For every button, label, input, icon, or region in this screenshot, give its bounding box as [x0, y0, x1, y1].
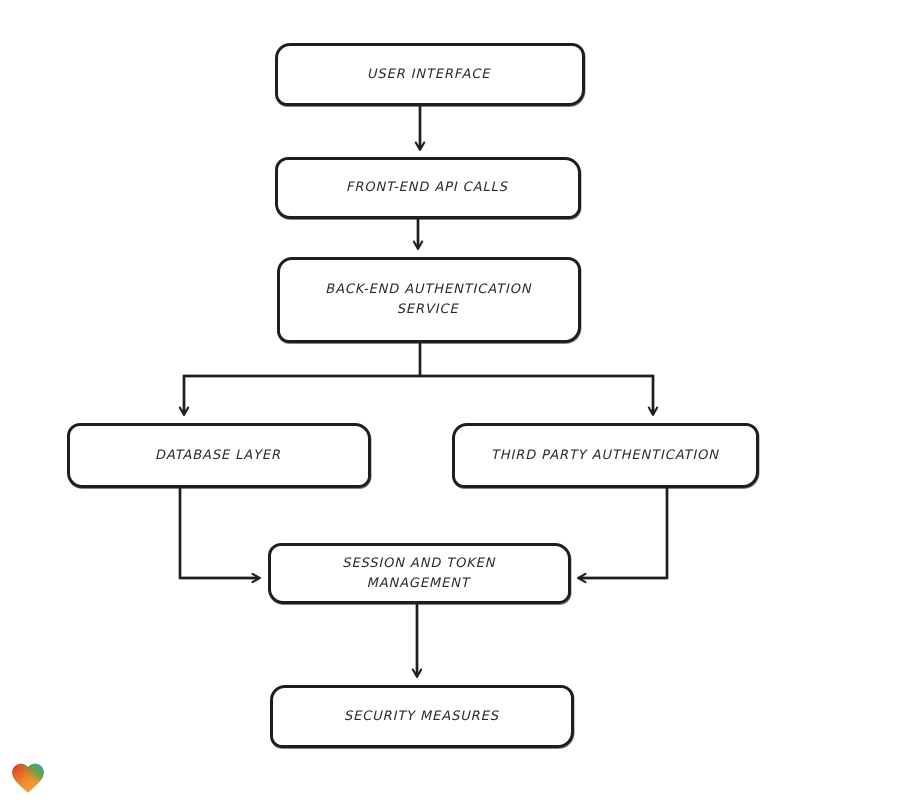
node-user-interface: USER INTERFACE [275, 43, 585, 106]
node-security-measures: SECURITY MEASURES [270, 685, 574, 748]
node-label: USER INTERFACE [368, 66, 492, 82]
heart-logo-icon [9, 759, 47, 797]
node-database-layer: DATABASE LAYER [67, 423, 371, 488]
node-label: SECURITY MEASURES [344, 708, 500, 724]
node-third-party-authentication: THIRD PARTY AUTHENTICATION [452, 423, 759, 488]
edge-thirdparty-to-session [577, 487, 669, 584]
edge-database-to-session [178, 487, 261, 584]
node-front-end-api-calls: FRONT-END API CALLS [275, 157, 581, 219]
node-back-end-authentication-service: BACK-END AUTHENTICATION SERVICE [277, 257, 581, 343]
node-label: DATABASE LAYER [155, 447, 283, 463]
node-label: BACK-END AUTHENTICATION SERVICE [326, 282, 533, 317]
node-label: THIRD PARTY AUTHENTICATION [491, 447, 720, 463]
node-label: FRONT-END API CALLS [346, 180, 510, 195]
node-label: SESSION AND TOKEN MANAGEMENT [343, 555, 497, 591]
node-session-and-token-management: SESSION AND TOKEN MANAGEMENT [268, 543, 571, 604]
